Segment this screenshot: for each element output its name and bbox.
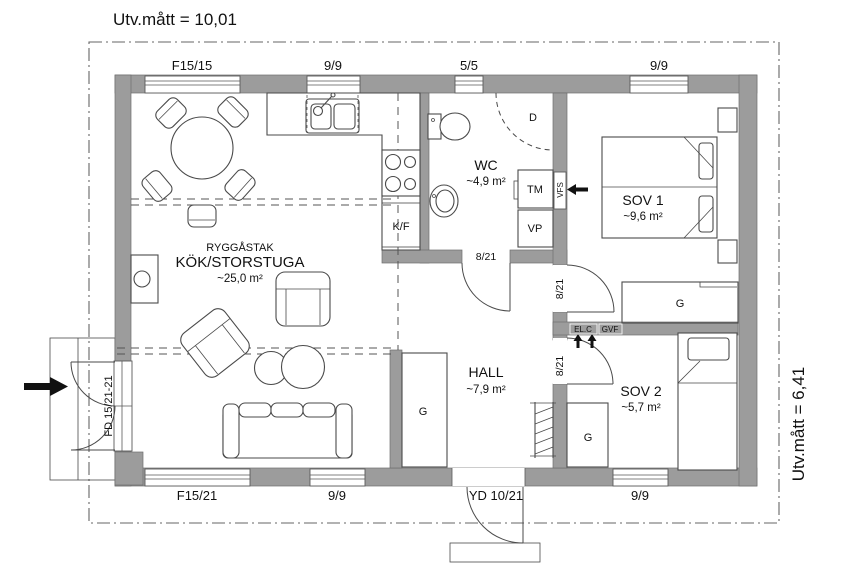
toilet (427, 112, 471, 141)
dining-table (170, 116, 234, 180)
walls (114, 74, 758, 487)
wc-door (461, 262, 511, 312)
door-size-label: 8/21 (554, 279, 566, 300)
wardrobe-label: G (584, 432, 593, 444)
entrance-door-label: FD 15/21-21 (103, 375, 115, 436)
wall-hall-sov2 (552, 383, 568, 469)
room-area: ~5,7 m² (621, 402, 660, 414)
plot-boundary-line (88, 41, 780, 524)
sov1-wardrobe (621, 281, 739, 324)
room-name-sov2: SOV 2 (620, 383, 661, 399)
window-label: 9/9 (328, 488, 346, 503)
window-bottom-99-left (309, 468, 366, 487)
window-55-wc (454, 75, 484, 94)
hall-wardrobe (401, 352, 448, 468)
door-size-label: 8/21 (476, 251, 497, 263)
elc-box (569, 323, 598, 335)
wall-right (738, 74, 758, 487)
wc-sink (429, 184, 459, 218)
gvf-box (598, 323, 623, 335)
room-name-hall: HALL (468, 364, 503, 380)
room-name-wc: WC (474, 157, 497, 173)
entry-arrow (24, 377, 68, 396)
shower-curtain-arc (495, 92, 554, 151)
floor-heating-label: GVF (602, 325, 619, 334)
washing-machine-label: TM (527, 184, 543, 196)
sov2-wardrobe (566, 402, 609, 468)
door-label: YD 10/21 (469, 488, 523, 503)
dining-set (139, 93, 259, 228)
room-note: RYGGÅSTAK (206, 241, 274, 254)
wall-corner-sw (114, 451, 144, 486)
nightstand (717, 107, 738, 133)
wall-hall-stub (389, 349, 403, 469)
single-bed (677, 332, 738, 471)
hall-fixtures (401, 352, 556, 468)
heat-pump-box (517, 209, 554, 248)
shower-label: D (529, 112, 537, 124)
loft-ladder (530, 402, 556, 458)
fridge-freezer (381, 202, 421, 248)
kitchen-fixtures (305, 92, 421, 248)
double-bed (601, 136, 718, 239)
room-area: ~9,6 m² (623, 211, 662, 223)
room-name-sov1: SOV 1 (622, 192, 663, 208)
wardrobe-label: G (676, 298, 685, 310)
vent-shaft-label: VFS (556, 182, 565, 198)
supply-arrow (587, 334, 597, 348)
vent-shaft-box (553, 171, 567, 210)
nightstand (717, 239, 738, 264)
room-area: ~7,9 m² (466, 384, 505, 396)
window-label: F15/15 (172, 58, 212, 73)
window-label: 5/5 (460, 58, 478, 73)
dimension-right: Utv.mått = 6,41 (789, 367, 808, 481)
window-f1515 (144, 75, 241, 94)
wc-fixtures (427, 92, 554, 248)
sov1-furniture (601, 107, 739, 324)
chair (187, 204, 217, 228)
supply-arrow (573, 334, 583, 348)
sov1-door (566, 264, 615, 313)
room-area: ~4,9 m² (466, 176, 505, 188)
vent-arrow (567, 184, 588, 195)
room-area: ~25,0 m² (217, 273, 263, 285)
doors (70, 262, 615, 544)
windows (144, 75, 689, 487)
window-label: 9/9 (631, 488, 649, 503)
heat-pump-label: VP (528, 223, 543, 235)
window-top-99-kitchen (306, 75, 361, 94)
guide-lines (117, 93, 399, 355)
stove (381, 149, 421, 197)
armchair (275, 271, 331, 327)
coffee-table (280, 344, 326, 390)
electric-central-label: EL.C (574, 325, 592, 334)
living-area (176, 271, 353, 459)
rear-exit-door (466, 486, 524, 544)
sofa (222, 402, 353, 459)
window-label: 9/9 (324, 58, 342, 73)
window-f1521 (144, 468, 251, 487)
sov2-furniture (566, 332, 738, 471)
dimension-top: Utv.mått = 10,01 (113, 10, 237, 29)
washing-machine-box (513, 169, 554, 209)
wall-mid-a (381, 249, 463, 264)
wardrobe-label: G (419, 406, 428, 418)
door-size-label: 8/21 (554, 356, 566, 377)
room-name-kitchen: KÖK/STORSTUGA (176, 253, 305, 271)
window-label: F15/21 (177, 488, 217, 503)
kitchen-counter (266, 92, 421, 251)
window-top-99-sov1 (629, 75, 689, 94)
fireplace (130, 254, 159, 304)
door-openings (113, 171, 567, 486)
entrance-double-door (70, 361, 116, 451)
window-label: 9/9 (650, 58, 668, 73)
kitchen-sink (305, 92, 360, 134)
window-bottom-99-right (612, 468, 669, 487)
rear-step (449, 542, 541, 563)
fridge-freezer-label: K/F (392, 221, 409, 233)
